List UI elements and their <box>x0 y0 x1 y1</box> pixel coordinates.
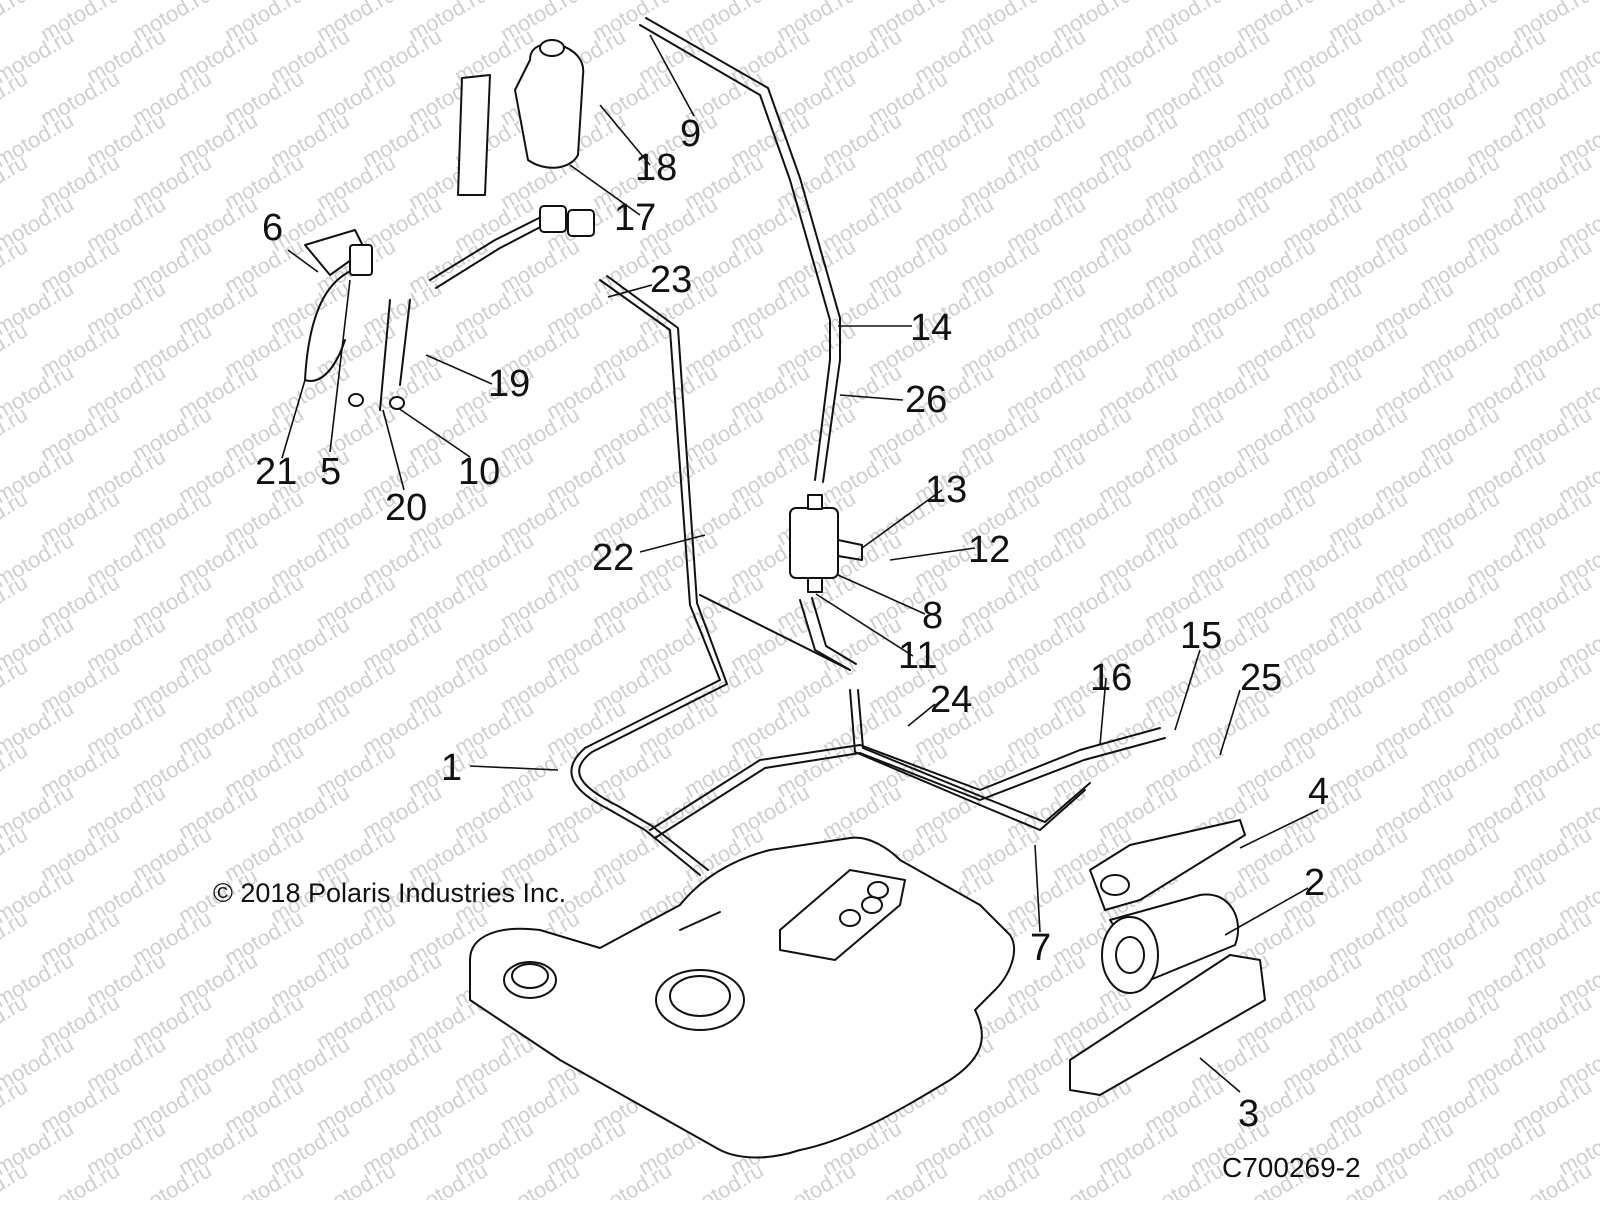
watermark-text: motod.ru <box>0 989 32 1054</box>
callout-7: 7 <box>1030 927 1051 969</box>
watermark-text: motod.ru <box>0 401 32 466</box>
callout-1: 1 <box>441 747 462 789</box>
callout-19: 19 <box>488 363 530 405</box>
bracket-4 <box>1089 819 1246 911</box>
watermark-text: motod.ru <box>0 1073 32 1138</box>
callout-26: 26 <box>905 379 947 421</box>
callout-23: 23 <box>650 259 692 301</box>
watermark-text: motod.ru <box>0 653 32 718</box>
callout-2: 2 <box>1304 862 1325 904</box>
watermark-text: motod.ru <box>772 1157 860 1200</box>
watermark-text: motod.ru <box>0 821 32 886</box>
watermark-text: motod.ru <box>0 149 32 214</box>
watermark-text: motod.ru <box>1048 1157 1136 1200</box>
watermark-text: motod.ru <box>1140 1157 1228 1200</box>
watermark-text: motod.ru <box>1416 1157 1504 1200</box>
reservoir-17 <box>457 39 585 196</box>
callout-16: 16 <box>1090 657 1132 699</box>
callout-6: 6 <box>262 207 283 249</box>
watermark-text: motod.ru <box>0 485 32 550</box>
callout-11: 11 <box>898 635 937 677</box>
watermark-text: motod.ru <box>404 1157 492 1200</box>
callout-15: 15 <box>1180 615 1222 657</box>
watermark-text: motod.ru <box>0 317 32 382</box>
watermark-text: motod.ru <box>956 1157 1044 1200</box>
watermark-text: motod.ru <box>496 1157 584 1200</box>
watermark-text: motod.ru <box>864 1157 952 1200</box>
watermark-text: motod.ru <box>0 905 32 970</box>
callout-5: 5 <box>320 451 341 493</box>
watermark-text: motod.ru <box>0 65 32 130</box>
callout-17: 17 <box>614 197 656 239</box>
watermark-text: motod.ru <box>128 1157 216 1200</box>
watermark-text: motod.ru <box>588 1157 676 1200</box>
watermark-text: motod.ru <box>1508 1157 1596 1200</box>
callout-13: 13 <box>925 469 967 511</box>
bracket-3 <box>1069 954 1266 1096</box>
callout-14: 14 <box>910 307 952 349</box>
watermark-text: motod.ru <box>220 1157 308 1200</box>
callout-18: 18 <box>635 147 677 189</box>
diagram-code: C700269-2 <box>1222 1152 1361 1183</box>
watermark-text: motod.ru <box>0 233 32 298</box>
callout-10: 10 <box>458 451 500 493</box>
callout-4: 4 <box>1308 771 1329 813</box>
copyright-notice: © 2018 Polaris Industries Inc. <box>213 878 567 908</box>
valve-cluster <box>304 205 595 411</box>
filter-8 <box>789 494 863 593</box>
callout-21: 21 <box>255 451 297 493</box>
watermark-text: motod.ru <box>0 569 32 634</box>
watermark-text: motod.ru <box>0 0 32 46</box>
watermark-text: motod.ru <box>36 1157 124 1200</box>
callout-3: 3 <box>1238 1093 1259 1135</box>
leader-lines <box>281 34 1319 1093</box>
callout-9: 9 <box>680 113 701 155</box>
callout-8: 8 <box>922 595 943 637</box>
callout-12: 12 <box>968 529 1010 571</box>
callout-24: 24 <box>930 679 972 721</box>
callout-25: 25 <box>1240 657 1282 699</box>
canister-2 <box>1101 893 1240 994</box>
callout-labels: 1 2 3 4 5 6 7 8 9 10 11 12 13 14 15 16 1… <box>255 113 1329 1135</box>
callout-22: 22 <box>592 537 634 579</box>
watermark-text: motod.ru <box>0 737 32 802</box>
fuel-tank <box>469 836 1015 1159</box>
watermark-text: motod.ru <box>680 1157 768 1200</box>
vent-line <box>639 17 841 483</box>
fuel-lines <box>570 275 1166 876</box>
callout-20: 20 <box>385 487 427 529</box>
watermark-text: motod.ru <box>312 1157 400 1200</box>
